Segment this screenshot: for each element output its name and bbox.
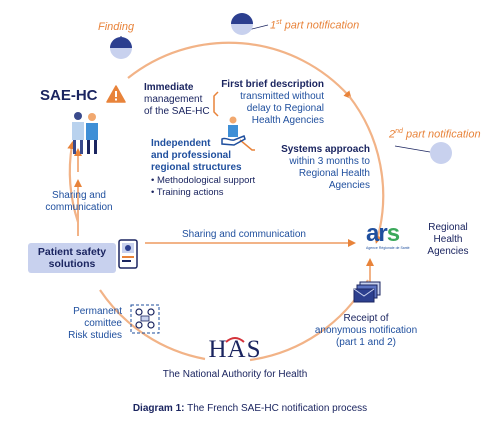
empty-circle-part2-icon <box>430 142 452 164</box>
regional-health-agencies-label: Regional Health Agencies <box>427 222 469 257</box>
permanent-committee-block: Permanent comittee Risk studies <box>68 306 122 341</box>
envelopes-icon <box>353 281 381 303</box>
has-logo: HAS <box>208 336 262 363</box>
regional-structures-block: Independent and professional regional st… <box>151 138 256 198</box>
systems-approach-block: Systems approach within 3 months to Regi… <box>281 144 370 191</box>
finding-label: Finding <box>98 21 135 33</box>
warning-triangle-icon <box>106 85 126 103</box>
sae-hc-title: SAE-HC <box>40 87 98 104</box>
bullet-methodological-support: • Methodological support <box>151 175 256 186</box>
half-circle-finding-icon <box>110 37 132 59</box>
cycle-arc-left <box>67 141 80 223</box>
document-icon <box>118 239 138 269</box>
healthcare-workers-icon <box>72 112 98 154</box>
ars-logo: ars Agence Régionale de Santé <box>366 220 410 251</box>
has-logo-accent <box>225 337 245 343</box>
cycle-arc-right <box>348 95 385 244</box>
part1-notification-label: 1st part notification <box>270 19 360 32</box>
part2-notification-label: 2nd part notification <box>389 128 481 141</box>
hand-professional-icon <box>221 116 246 146</box>
cycle-arc-bottom-left <box>99 289 206 361</box>
sharing-communication-left: Sharing and communication <box>45 190 113 213</box>
bracket-first-brief <box>213 91 219 117</box>
connector-part2 <box>394 145 431 153</box>
bullet-training-actions: • Training actions <box>151 186 224 198</box>
half-circle-part1-icon <box>231 13 253 35</box>
diagram-caption: Diagram 1: The French SAE-HC notificatio… <box>132 403 368 414</box>
committee-icon <box>130 304 160 334</box>
first-brief-description-block: First brief description transmitted with… <box>221 79 324 126</box>
sharing-communication-middle: Sharing and communication <box>182 229 306 240</box>
has-name-label: The National Authority for Health <box>162 369 308 380</box>
connector-systems <box>239 139 255 151</box>
cycle-arc-top <box>127 41 352 99</box>
immediate-management-block: Immediate management of the SAE-HC <box>144 82 210 117</box>
receipt-notification-block: Receipt of anonymous notification (part … <box>314 313 418 348</box>
